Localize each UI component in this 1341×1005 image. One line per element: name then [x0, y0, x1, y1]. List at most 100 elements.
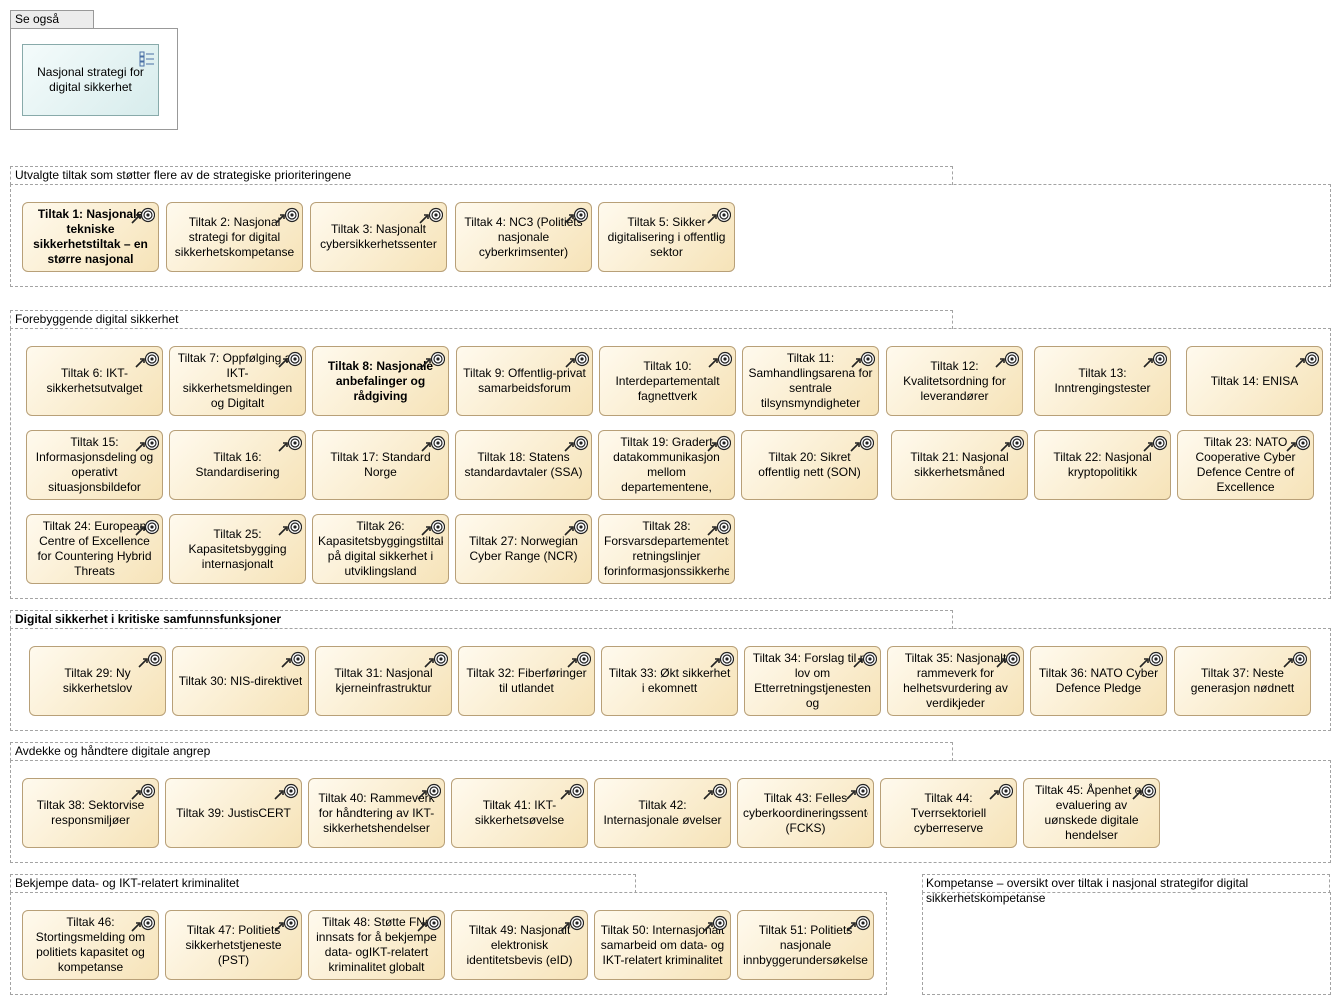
tiltak-card[interactable]: Tiltak 45: Åpenhet og evaluering av uøns…: [1023, 778, 1160, 848]
tiltak-card[interactable]: Tiltak 13: Inntrengingstester: [1034, 346, 1171, 416]
tiltak-card[interactable]: Tiltak 11: Samhandlingsarena for sentral…: [742, 346, 879, 416]
tiltak-card[interactable]: Tiltak 15: Informasjonsdeling og operati…: [26, 430, 163, 500]
tiltak-label: Tiltak 7: Oppfølging av IKT-sikkerhetsme…: [177, 351, 298, 410]
tiltak-card[interactable]: Tiltak 34: Forslag til ny lov om Etterre…: [744, 646, 881, 716]
tiltak-card[interactable]: Tiltak 22: Nasjonal kryptopolitikk: [1034, 430, 1171, 500]
tiltak-label: Tiltak 26: Kapasitetsbyggingstiltak på d…: [318, 519, 443, 578]
tiltak-card[interactable]: Tiltak 19: Gradert datakommunikasjon mel…: [598, 430, 735, 500]
target-goal-icon: [1130, 783, 1157, 801]
tiltak-card[interactable]: Tiltak 33: Økt sikkerhet i ekomnett: [601, 646, 738, 716]
tiltak-label: Tiltak 43: Felles cyberkoordineringssent…: [743, 790, 868, 835]
tiltak-card[interactable]: Tiltak 43: Felles cyberkoordineringssent…: [737, 778, 874, 848]
tiltak-label: Tiltak 38: Sektorvise responsmiljøer: [36, 798, 145, 827]
tiltak-label: Tiltak 44: Tverrsektoriell cyberreserve: [910, 790, 987, 835]
tiltak-card[interactable]: Tiltak 27: Norwegian Cyber Range (NCR): [455, 514, 592, 584]
tiltak-card[interactable]: Tiltak 1: Nasjonale tekniske sikkerhetst…: [22, 202, 159, 272]
tiltak-card[interactable]: Tiltak 26: Kapasitetsbyggingstiltak på d…: [312, 514, 449, 584]
target-goal-icon: [136, 651, 163, 669]
tiltak-card[interactable]: Tiltak 28: Forsvarsdepartementets retnin…: [598, 514, 735, 584]
tiltak-card[interactable]: Tiltak 49: Nasjonalt elektronisk identit…: [451, 910, 588, 980]
target-goal-icon: [279, 651, 306, 669]
target-goal-icon: [562, 207, 589, 225]
tiltak-label: Tiltak 22: Nasjonal kryptopolitikk: [1053, 450, 1152, 479]
tiltak-card[interactable]: Tiltak 20: Sikret offentlig nett (SON): [741, 430, 878, 500]
target-goal-icon: [844, 915, 871, 933]
target-goal-icon: [994, 651, 1021, 669]
tiltak-label: Tiltak 39: JustisCERT: [176, 805, 291, 820]
tiltak-label: Tiltak 49: Nasjonalt elektronisk identit…: [466, 922, 573, 967]
target-goal-icon: [129, 783, 156, 801]
tiltak-card[interactable]: Tiltak 8: Nasjonale anbefalinger og rådg…: [312, 346, 449, 416]
tiltak-label: Tiltak 48: Støtte FNs innsats for å bekj…: [316, 915, 437, 974]
tiltak-card[interactable]: Tiltak 7: Oppfølging av IKT-sikkerhetsme…: [169, 346, 306, 416]
tiltak-card[interactable]: Tiltak 32: Fiberføringer til utlandet: [458, 646, 595, 716]
target-goal-icon: [844, 783, 871, 801]
tiltak-card[interactable]: Tiltak 39: JustisCERT: [165, 778, 302, 848]
tiltak-card[interactable]: Tiltak 44: Tverrsektoriell cyberreserve: [880, 778, 1017, 848]
tiltak-card[interactable]: Tiltak 30: NIS-direktivet: [172, 646, 309, 716]
tiltak-card[interactable]: Tiltak 51: Politiets nasjonale innbygger…: [737, 910, 874, 980]
target-goal-icon: [705, 207, 732, 225]
target-goal-icon: [276, 519, 303, 537]
tiltak-card[interactable]: Tiltak 14: ENISA: [1186, 346, 1323, 416]
target-goal-icon: [1293, 351, 1320, 369]
tiltak-card[interactable]: Tiltak 4: NC3 (Politiets nasjonale cyber…: [455, 202, 592, 272]
tiltak-card[interactable]: Tiltak 50: Internasjonalt samarbeid om d…: [594, 910, 731, 980]
tiltak-label: Tiltak 24: European Centre of Excellence…: [37, 519, 152, 578]
tiltak-card[interactable]: Tiltak 36: NATO Cyber Defence Pledge: [1030, 646, 1167, 716]
tiltak-card[interactable]: Tiltak 3: Nasjonalt cybersikkerhetssente…: [310, 202, 447, 272]
tiltak-card[interactable]: Tiltak 17: Standard Norge: [312, 430, 449, 500]
tiltak-card[interactable]: Tiltak 46: Stortingsmelding om politiets…: [22, 910, 159, 980]
tiltak-card[interactable]: Tiltak 9: Offentlig-privat samarbeidsfor…: [456, 346, 593, 416]
tiltak-card[interactable]: Tiltak 35: Nasjonalt rammeverk for helhe…: [887, 646, 1024, 716]
tiltak-card[interactable]: Tiltak 37: Neste generasjon nødnett: [1174, 646, 1311, 716]
tiltak-label: Tiltak 5: Sikker digitalisering i offent…: [607, 214, 726, 259]
tiltak-label: Tiltak 33: Økt sikkerhet i ekomnett: [608, 666, 731, 695]
tiltak-label: Tiltak 8: Nasjonale anbefalinger og rådg…: [327, 358, 434, 403]
target-goal-icon: [705, 519, 732, 537]
tiltak-label: Tiltak 3: Nasjonalt cybersikkerhetssente…: [320, 222, 437, 251]
tiltak-label: Tiltak 45: Åpenhet og evaluering av uøns…: [1035, 783, 1148, 842]
see-also-title: Se også: [15, 12, 60, 26]
target-goal-icon: [272, 783, 299, 801]
tiltak-card[interactable]: Tiltak 2: Nasjonal strategi for digital …: [166, 202, 303, 272]
tiltak-card[interactable]: Tiltak 23: NATO Cooperative Cyber Defenc…: [1177, 430, 1314, 500]
tiltak-card[interactable]: Tiltak 42: Internasjonale øvelser: [594, 778, 731, 848]
target-goal-icon: [701, 915, 728, 933]
tiltak-card[interactable]: Tiltak 29: Ny sikkerhetslov: [29, 646, 166, 716]
group-avdekke: [10, 760, 1331, 863]
group-forebyggende: [10, 328, 1331, 599]
tiltak-card[interactable]: Tiltak 31: Nasjonal kjerneinfrastruktur: [315, 646, 452, 716]
target-goal-icon: [701, 783, 728, 801]
tiltak-label: Tiltak 27: Norwegian Cyber Range (NCR): [469, 534, 578, 563]
tiltak-label: Tiltak 16: Standardisering: [195, 450, 280, 479]
tiltak-label: Tiltak 19: Gradert datakommunikasjon mel…: [613, 435, 720, 494]
tiltak-card[interactable]: Tiltak 6: IKT-sikkerhetsutvalget: [26, 346, 163, 416]
tiltak-label: Tiltak 29: Ny sikkerhetslov: [62, 666, 133, 695]
group-tab-avdekke: Avdekke og håndtere digitale angrep: [10, 742, 953, 761]
group-title-kompetanse: Kompetanse – oversikt over tiltak i nasj…: [926, 876, 1249, 905]
tiltak-card[interactable]: Tiltak 38: Sektorvise responsmiljøer: [22, 778, 159, 848]
tiltak-card[interactable]: Tiltak 21: Nasjonal sikkerhetsmåned: [891, 430, 1028, 500]
tiltak-card[interactable]: Tiltak 12: Kvalitetsordning for leverand…: [886, 346, 1023, 416]
tiltak-card[interactable]: Tiltak 5: Sikker digitalisering i offent…: [598, 202, 735, 272]
tiltak-card[interactable]: Tiltak 48: Støtte FNs innsats for å bekj…: [308, 910, 445, 980]
target-goal-icon: [708, 651, 735, 669]
tiltak-card[interactable]: Tiltak 47: Politiets sikkerhetstjeneste …: [165, 910, 302, 980]
tiltak-label: Tiltak 51: Politiets nasjonale innbygger…: [743, 922, 868, 967]
tiltak-card[interactable]: Tiltak 25: Kapasitetsbygging internasjon…: [169, 514, 306, 584]
tiltak-label: Tiltak 50: Internasjonalt samarbeid om d…: [600, 922, 725, 967]
tiltak-card[interactable]: Tiltak 16: Standardisering: [169, 430, 306, 500]
tiltak-label: Tiltak 12: Kvalitetsordning for leverand…: [903, 358, 1006, 403]
tiltak-label: Tiltak 46: Stortingsmelding om politiets…: [35, 915, 146, 974]
tiltak-card[interactable]: Tiltak 41: IKT-sikkerhetsøvelse: [451, 778, 588, 848]
group-title: Avdekke og håndtere digitale angrep: [15, 744, 211, 758]
tiltak-card[interactable]: Tiltak 10: Interdepartementalt fagnettve…: [599, 346, 736, 416]
target-goal-icon: [998, 435, 1025, 453]
tiltak-card[interactable]: Tiltak 18: Statens standardavtaler (SSA): [455, 430, 592, 500]
tiltak-label: Tiltak 15: Informasjonsdeling og operati…: [35, 435, 154, 494]
tiltak-card[interactable]: Tiltak 40: Rammeverk for håndtering av I…: [308, 778, 445, 848]
tiltak-card[interactable]: Tiltak 24: European Centre of Excellence…: [26, 514, 163, 584]
target-goal-icon: [562, 435, 589, 453]
strategy-card[interactable]: Nasjonal strategi for digital sikkerhet: [22, 44, 159, 116]
